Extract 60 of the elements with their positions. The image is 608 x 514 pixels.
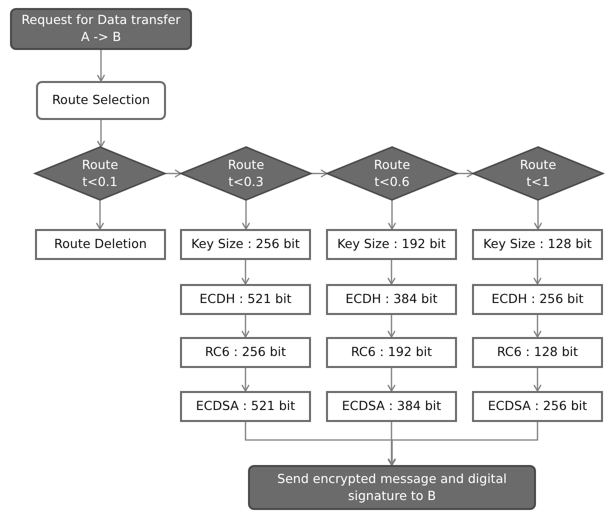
process-box <box>326 391 457 422</box>
node-label: Request for Data transfer A -> B <box>20 12 182 46</box>
decision-diamond <box>181 147 311 200</box>
arrow <box>387 368 396 392</box>
process-box <box>472 229 603 260</box>
arrow <box>241 368 250 392</box>
arrow <box>96 120 106 148</box>
arrow <box>387 260 396 285</box>
decision-diamond <box>35 147 165 200</box>
node-label: Route t<0.3 <box>226 156 266 190</box>
node-label: RC6 : 128 bit <box>496 344 580 361</box>
node-label: Route t<1 <box>518 156 558 190</box>
arrow <box>533 260 542 285</box>
arrow <box>165 169 182 178</box>
arrow <box>96 50 106 82</box>
node-label: ECDH : 256 bit <box>490 291 584 308</box>
arrow <box>534 200 542 230</box>
node-label: RC6 : 256 bit <box>204 344 288 361</box>
terminal-box <box>248 465 536 510</box>
terminal-box <box>10 8 192 50</box>
arrow <box>311 169 328 178</box>
arrow <box>387 315 396 338</box>
process-box <box>35 229 166 260</box>
process-box <box>180 337 311 368</box>
process-box <box>180 284 311 315</box>
process-box <box>472 391 603 422</box>
arrow <box>388 200 396 230</box>
arrow <box>96 200 104 230</box>
arrow <box>457 169 474 178</box>
process-box <box>180 391 311 422</box>
node-label: Route Deletion <box>53 236 148 253</box>
arrow <box>242 200 250 230</box>
node-label: ECDSA : 256 bit <box>486 398 588 415</box>
arrow <box>387 422 396 466</box>
node-label: Route Selection <box>51 92 151 109</box>
node-label: ECDSA : 521 bit <box>194 398 296 415</box>
node-label: Key Size : 128 bit <box>482 236 593 253</box>
process-box <box>472 337 603 368</box>
decision-diamond <box>327 147 457 200</box>
node-label: ECDSA : 384 bit <box>340 398 442 415</box>
node-label: Send encrypted message and digital signature to B <box>276 470 508 504</box>
node-label: Key Size : 256 bit <box>190 236 301 253</box>
node-label: ECDH : 521 bit <box>198 291 292 308</box>
process-box <box>326 284 457 315</box>
decision-diamond <box>473 147 603 200</box>
arrow <box>241 315 250 338</box>
arrow <box>533 368 542 392</box>
arrow <box>388 422 538 466</box>
process-box <box>36 81 166 120</box>
process-box <box>326 337 457 368</box>
process-box <box>326 229 457 260</box>
node-label: Route t<0.6 <box>372 156 412 190</box>
node-label: RC6 : 192 bit <box>350 344 434 361</box>
node-label: Key Size : 192 bit <box>336 236 447 253</box>
process-box <box>180 229 311 260</box>
node-label: ECDH : 384 bit <box>344 291 438 308</box>
node-label: Route t<0.1 <box>80 156 120 190</box>
arrow <box>533 315 542 338</box>
arrow <box>241 260 250 285</box>
process-box <box>472 284 603 315</box>
